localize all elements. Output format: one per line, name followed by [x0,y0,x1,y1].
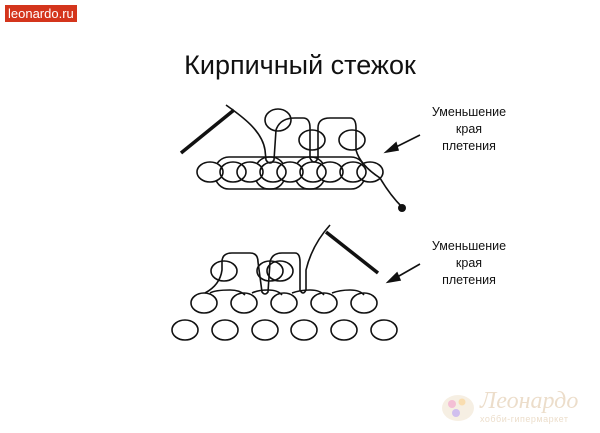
leonardo-logo: Леонардо хобби-гипермаркет [440,388,600,428]
bead [276,161,304,183]
bead [339,161,367,183]
bead [210,260,238,282]
bead [219,161,247,183]
bead [350,292,378,314]
label-bottom: Уменьшение края плетения [424,238,514,289]
logo-subtitle: хобби-гипермаркет [480,414,569,424]
bead [171,319,199,341]
bead [298,129,326,151]
bead [251,319,279,341]
bead [264,108,292,132]
needle-icon [179,108,236,155]
bead [310,292,338,314]
bead [330,319,358,341]
bead [270,292,298,314]
arrow-head-icon [383,141,400,154]
label-line: плетения [442,139,496,153]
thread-end-knot [398,204,406,212]
bead [370,319,398,341]
bead [190,292,218,314]
bead [356,161,384,183]
bead [230,292,258,314]
arrow-head-icon [385,271,402,284]
logo-name: Леонардо [480,388,579,414]
bead [316,161,344,183]
label-line: Уменьшение [431,239,507,253]
bead [211,319,239,341]
bead [338,129,366,151]
thread [204,224,331,295]
thread [225,104,403,208]
label-line: Уменьшение [431,105,507,119]
label-line: края [455,122,483,136]
bottom-diagram [171,224,421,341]
palette-icon [442,395,474,421]
label-top: Уменьшение края плетения [424,104,514,155]
site-badge[interactable]: leonardo.ru [5,5,77,22]
bead [266,260,294,282]
bead [236,161,264,183]
label-line: плетения [442,273,496,287]
top-diagram [179,104,421,212]
bead [290,319,318,341]
diagram-title: Кирпичный стежок [184,50,416,80]
needle-icon [324,230,380,275]
label-line: края [455,256,483,270]
bead [196,161,224,183]
